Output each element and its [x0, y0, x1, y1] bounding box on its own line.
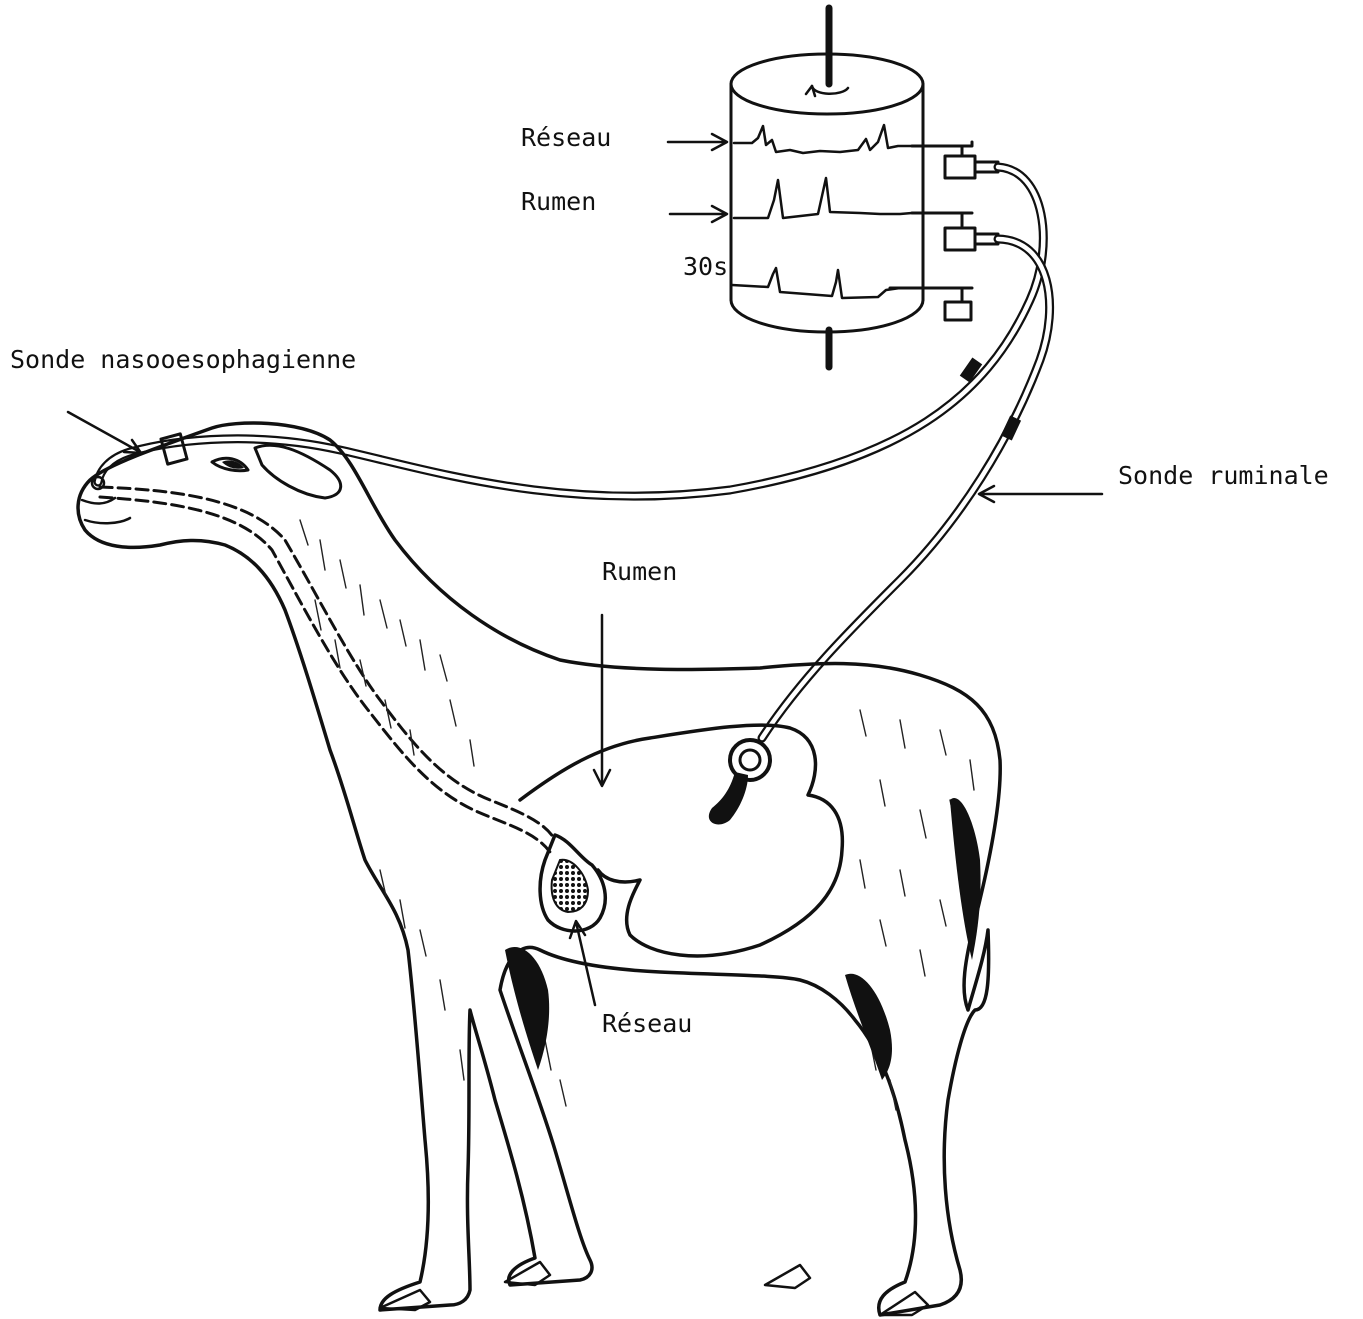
label-time-scale: 30s — [683, 252, 728, 281]
label-reseau-organ: Réseau — [602, 1009, 692, 1038]
tubes — [98, 167, 1050, 852]
arrows — [68, 134, 1102, 1005]
label-sonde-naso: Sonde nasooesophagienne — [10, 345, 356, 374]
sheep-illustration — [78, 423, 1000, 1315]
label-rumen-drum: Rumen — [521, 187, 596, 216]
rumen-organ — [520, 725, 842, 956]
naso-tube — [98, 167, 1043, 496]
label-reseau-drum: Réseau — [521, 123, 611, 152]
trace-third — [732, 268, 912, 298]
trace-rumen — [734, 178, 912, 218]
trace-reseau — [734, 125, 912, 153]
recording-traces — [732, 125, 912, 298]
label-rumen-organ: Rumen — [602, 557, 677, 586]
transducers — [890, 142, 998, 320]
stomach — [520, 725, 842, 956]
labels: Sonde nasooesophagienne Réseau Rumen 30s… — [10, 123, 1329, 1038]
label-sonde-ruminale: Sonde ruminale — [1118, 461, 1329, 490]
